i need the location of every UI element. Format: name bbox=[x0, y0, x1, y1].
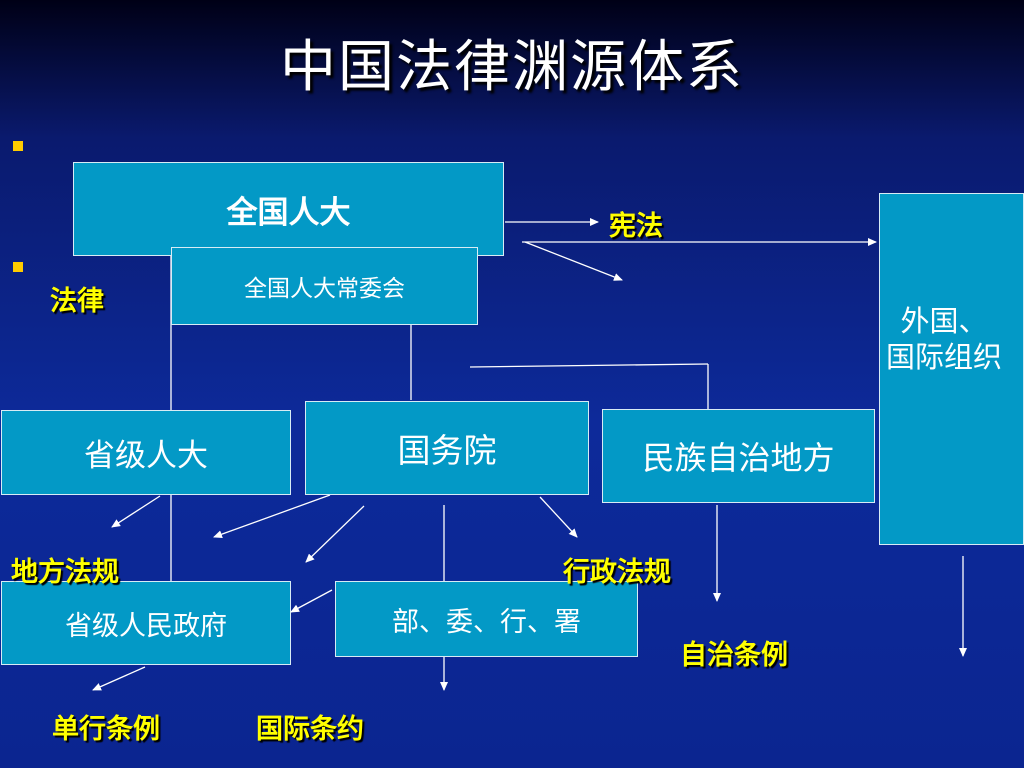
box-ministries-label: 部、委、行、署 bbox=[392, 606, 581, 638]
box-npc-standing-label: 全国人大常委会 bbox=[244, 276, 405, 302]
box-provincial-congress: 省级人大 bbox=[1, 410, 291, 495]
box-ministries: 部、委、行、署 bbox=[335, 581, 638, 657]
box-npc-label: 全国人大 bbox=[226, 194, 351, 231]
bullet-marker-1 bbox=[13, 141, 23, 151]
arrow-state-council-to-government bbox=[305, 505, 365, 563]
box-autonomous-regions: 民族自治地方 bbox=[602, 409, 875, 503]
connector-top-horizontal bbox=[469, 363, 709, 368]
page-title: 中国法律渊源体系 bbox=[280, 35, 744, 100]
arrow-state-council-to-admin bbox=[539, 496, 578, 538]
arrow-provincial-congress-to-local bbox=[111, 495, 161, 528]
box-npc-standing-committee: 全国人大常委会 bbox=[171, 247, 478, 325]
box-provincial-congress-label: 省级人大 bbox=[84, 438, 208, 474]
box-foreign-label: 外国、 国际组织 bbox=[886, 303, 1003, 374]
box-foreign-international: 外国、 国际组织 bbox=[879, 193, 1024, 545]
box-state-council-label: 国务院 bbox=[397, 431, 497, 470]
arrow-ministries-to-government bbox=[290, 589, 333, 613]
label-administrative-regulations: 行政法规 bbox=[563, 557, 671, 588]
box-autonomous-label: 民族自治地方 bbox=[642, 439, 835, 477]
box-provincial-government: 省级人民政府 bbox=[1, 581, 291, 665]
label-local-regulations: 地方法规 bbox=[11, 557, 119, 588]
label-separate-regulations: 单行条例 bbox=[52, 714, 160, 745]
label-constitution: 宪法 bbox=[609, 211, 663, 242]
arrow-npc-to-law bbox=[524, 241, 623, 281]
box-npc: 全国人大 bbox=[73, 162, 504, 256]
box-provincial-government-label: 省级人民政府 bbox=[65, 610, 227, 642]
box-state-council: 国务院 bbox=[305, 401, 589, 495]
bullet-marker-2 bbox=[13, 262, 23, 272]
label-autonomous-regulations: 自治条例 bbox=[680, 640, 788, 671]
arrow-state-council-to-local bbox=[213, 494, 331, 539]
label-treaties: 国际条约 bbox=[256, 714, 364, 745]
arrow-government-to-separate bbox=[92, 666, 146, 691]
label-law: 法律 bbox=[50, 286, 104, 317]
